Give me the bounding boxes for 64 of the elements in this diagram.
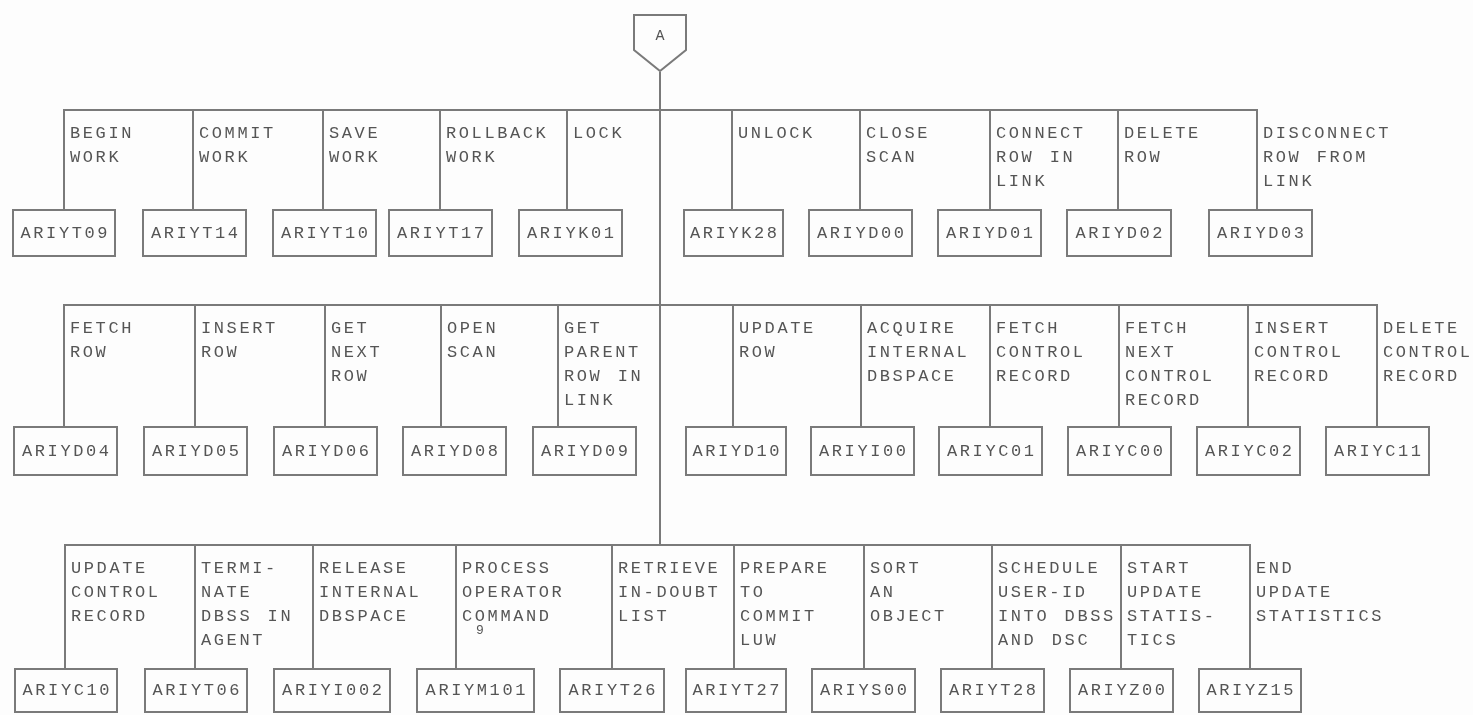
edge-label: FETCH ROW [70, 318, 135, 364]
module-box: ARIYC02 [1196, 426, 1301, 476]
module-box: ARIYT14 [142, 209, 247, 257]
module-box: ARIYD08 [402, 426, 507, 476]
edge-label: ACQUIRE INTERNAL DBSPACE [867, 318, 971, 388]
module-box: ARIYZ15 [1198, 668, 1302, 713]
edge-label: DELETE CONTROL RECORD [1383, 318, 1473, 388]
module-box: ARIYK01 [518, 209, 623, 257]
edge-label: INSERT ROW [201, 318, 279, 364]
module-box: ARIYC01 [938, 426, 1043, 476]
module-box: ARIYI00 [810, 426, 915, 476]
edge-label: GET PARENT ROW IN LINK [564, 318, 645, 412]
module-box: ARIYD06 [273, 426, 378, 476]
edge-label: COMMIT WORK [199, 123, 277, 169]
module-box: ARIYD00 [808, 209, 913, 257]
module-box: ARIYT17 [388, 209, 493, 257]
module-box: ARIYT09 [12, 209, 116, 257]
module-box: ARIYC00 [1067, 426, 1172, 476]
edge-label: UPDATE ROW [739, 318, 817, 364]
edge-label: DISCONNECT ROW FROM LINK [1263, 123, 1393, 193]
module-box: ARIYD01 [937, 209, 1042, 257]
edge-label: OPEN SCAN [447, 318, 500, 364]
module-box: ARIYT27 [685, 668, 787, 713]
footnote-mark: 9 [476, 624, 487, 638]
edge-label: TERMI- NATE DBSS IN AGENT [201, 558, 295, 652]
edge-label: ROLLBACK WORK [446, 123, 550, 169]
edge-label: FETCH NEXT CONTROL RECORD [1125, 318, 1216, 412]
edge-label: CONNECT ROW IN LINK [996, 123, 1087, 193]
off-page-connector: A [633, 14, 687, 72]
module-box: ARIYD10 [685, 426, 787, 476]
edge-label: PREPARE TO COMMIT LUW [740, 558, 831, 652]
edge-label: START UPDATE STATIS- TICS [1127, 558, 1218, 652]
module-box: ARIYC10 [14, 668, 118, 713]
module-box: ARIYD04 [13, 426, 118, 476]
module-box: ARIYD05 [143, 426, 248, 476]
edge-label: DELETE ROW [1124, 123, 1202, 169]
module-box: ARIYC11 [1325, 426, 1430, 476]
module-box: ARIYT06 [144, 668, 248, 713]
edge-label: FETCH CONTROL RECORD [996, 318, 1087, 388]
edge-label: BEGIN WORK [70, 123, 135, 169]
edge-label: SAVE WORK [329, 123, 382, 169]
edge-label: UPDATE CONTROL RECORD [71, 558, 162, 628]
module-box: ARIYI002 [273, 668, 391, 713]
module-box: ARIYZ00 [1069, 668, 1174, 713]
module-box: ARIYM101 [416, 668, 535, 713]
edge-label: SCHEDULE USER-ID INTO DBSS AND DSC [998, 558, 1117, 652]
module-box: ARIYD03 [1208, 209, 1313, 257]
edge-label: RETRIEVE IN-DOUBT LIST [618, 558, 722, 628]
edge-label: PROCESS OPERATOR COMMAND [462, 558, 566, 626]
edge-label: UNLOCK [738, 123, 816, 145]
module-box: ARIYK28 [683, 209, 784, 257]
module-box: ARIYT26 [559, 668, 665, 713]
module-box: ARIYT10 [272, 209, 377, 257]
edge-label: RELEASE INTERNAL DBSPACE [319, 558, 423, 628]
module-box: ARIYD02 [1066, 209, 1172, 257]
edge-label: LOCK [573, 123, 626, 145]
edge-label: INSERT CONTROL RECORD [1254, 318, 1345, 388]
module-box: ARIYT28 [940, 668, 1045, 713]
edge-label: CLOSE SCAN [866, 123, 931, 169]
module-box: ARIYS00 [811, 668, 916, 713]
edge-label: SORT AN OBJECT [870, 558, 948, 628]
edge-label: END UPDATE STATISTICS [1256, 558, 1384, 628]
edge-label: GET NEXT ROW [331, 318, 384, 388]
module-box: ARIYD09 [532, 426, 637, 476]
